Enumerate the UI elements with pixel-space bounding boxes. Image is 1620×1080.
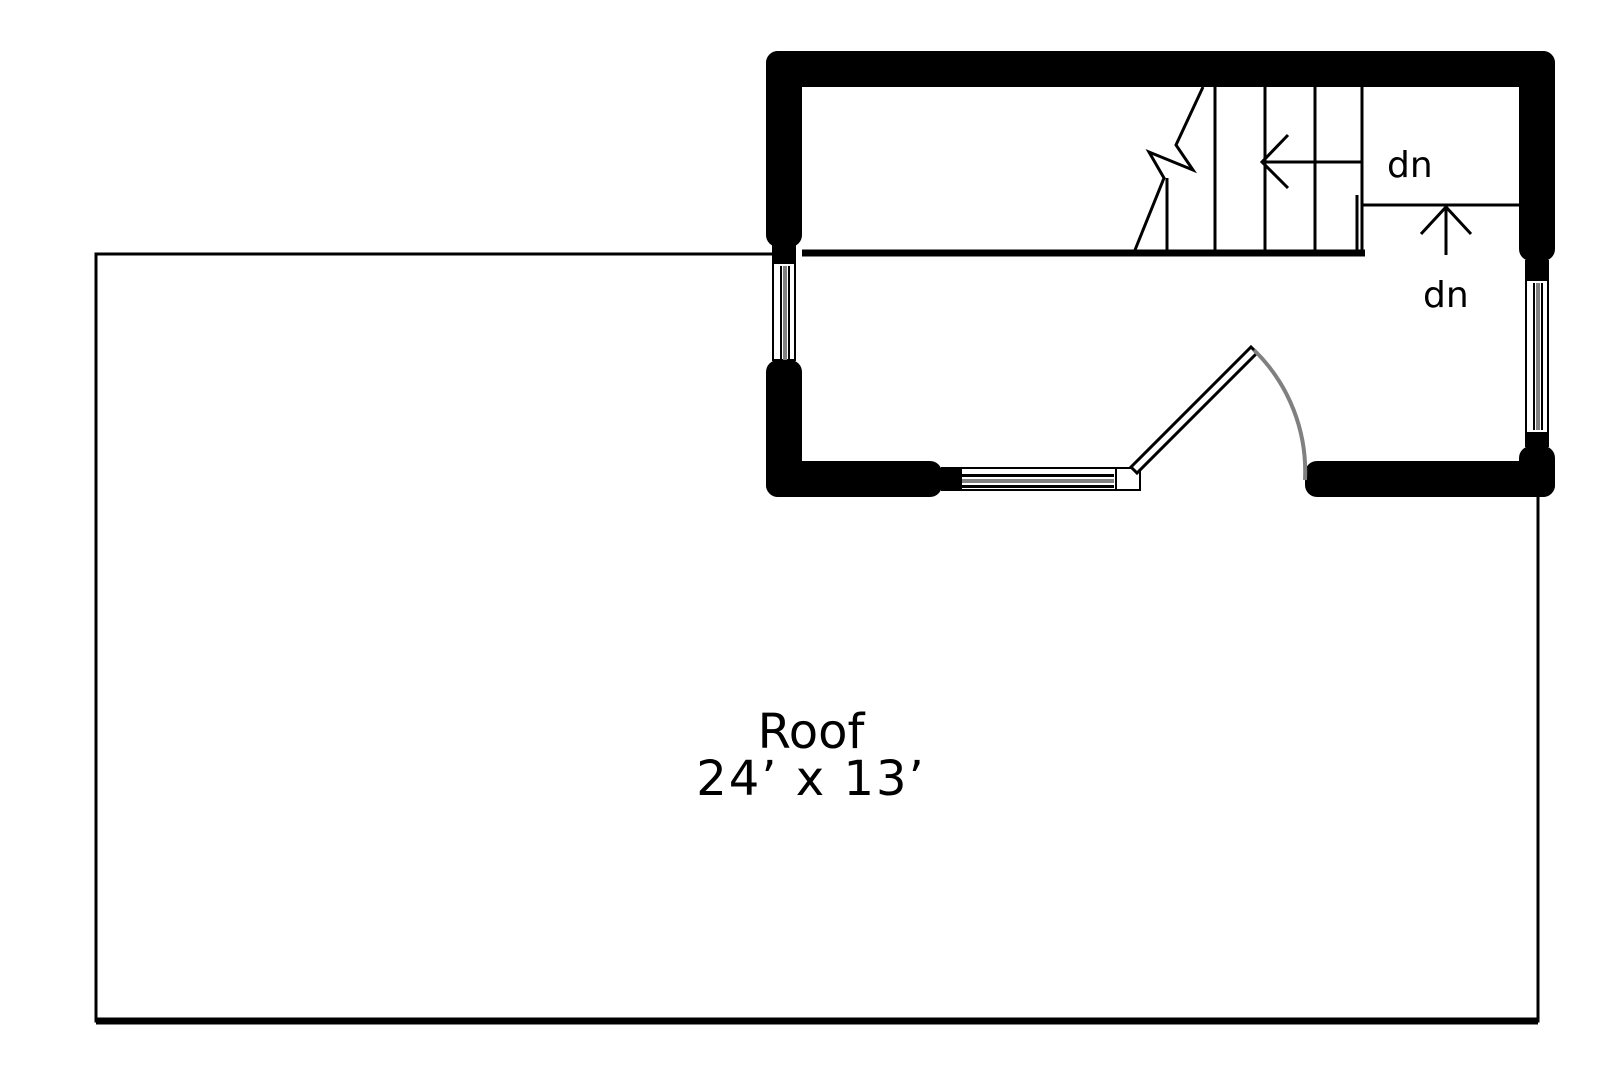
door (1128, 344, 1308, 481)
roof-area (94, 252, 1540, 1025)
wall-right-upper (1519, 51, 1555, 261)
roof-name-label: Roof (758, 704, 866, 760)
wall-top (766, 51, 1555, 87)
room-walls (766, 51, 1555, 497)
roof-outline (94, 252, 1540, 1023)
stair-break-line (1133, 86, 1205, 251)
staircase: dn dn (802, 86, 1519, 316)
window-right (1525, 260, 1549, 452)
wall-left-upper (766, 51, 802, 247)
window-bottom (941, 467, 1141, 491)
roof-label: Roof 24’ x 13’ (696, 704, 926, 807)
door-leaf (1128, 344, 1260, 476)
door-swing-arc (1252, 348, 1308, 481)
wall-bottom-left (766, 461, 942, 497)
wall-bottom-right (1305, 461, 1555, 497)
window-left (772, 245, 796, 380)
roof-dimensions-label: 24’ x 13’ (696, 751, 926, 807)
windows (772, 245, 1549, 491)
stair-label-lower: dn (1423, 275, 1469, 316)
stair-label-upper: dn (1387, 145, 1433, 186)
